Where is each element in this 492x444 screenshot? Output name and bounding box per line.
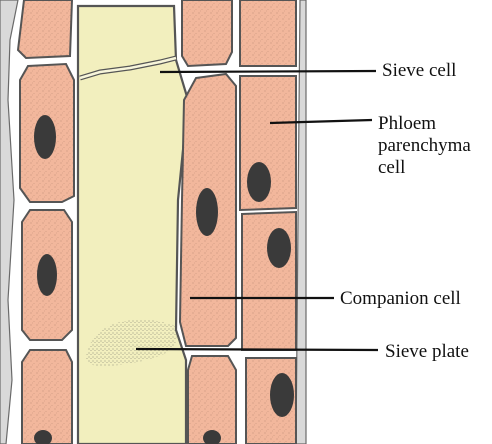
nucleus xyxy=(37,254,57,296)
right-outer-wall xyxy=(296,0,306,444)
label-line: cell xyxy=(378,157,471,179)
nucleus xyxy=(34,115,56,159)
nucleus xyxy=(247,162,271,202)
label-phloem-parenchyma-cell: Phloem parenchyma cell xyxy=(378,113,471,179)
leader-sieve-plate xyxy=(136,349,378,350)
left-parenchyma-column xyxy=(18,0,74,444)
nucleus xyxy=(270,373,294,417)
label-line: Phloem xyxy=(378,113,471,135)
label-companion-cell: Companion cell xyxy=(340,288,461,310)
phloem-parenchyma-column xyxy=(240,0,296,444)
left-outer-wall xyxy=(0,0,18,444)
nucleus xyxy=(196,188,218,236)
label-sieve-cell: Sieve cell xyxy=(382,60,456,82)
label-line: parenchyma xyxy=(378,135,471,157)
label-sieve-plate: Sieve plate xyxy=(385,341,469,363)
nucleus xyxy=(267,228,291,268)
companion-cell-group xyxy=(180,0,236,444)
leader-sieve-cell xyxy=(160,71,376,72)
